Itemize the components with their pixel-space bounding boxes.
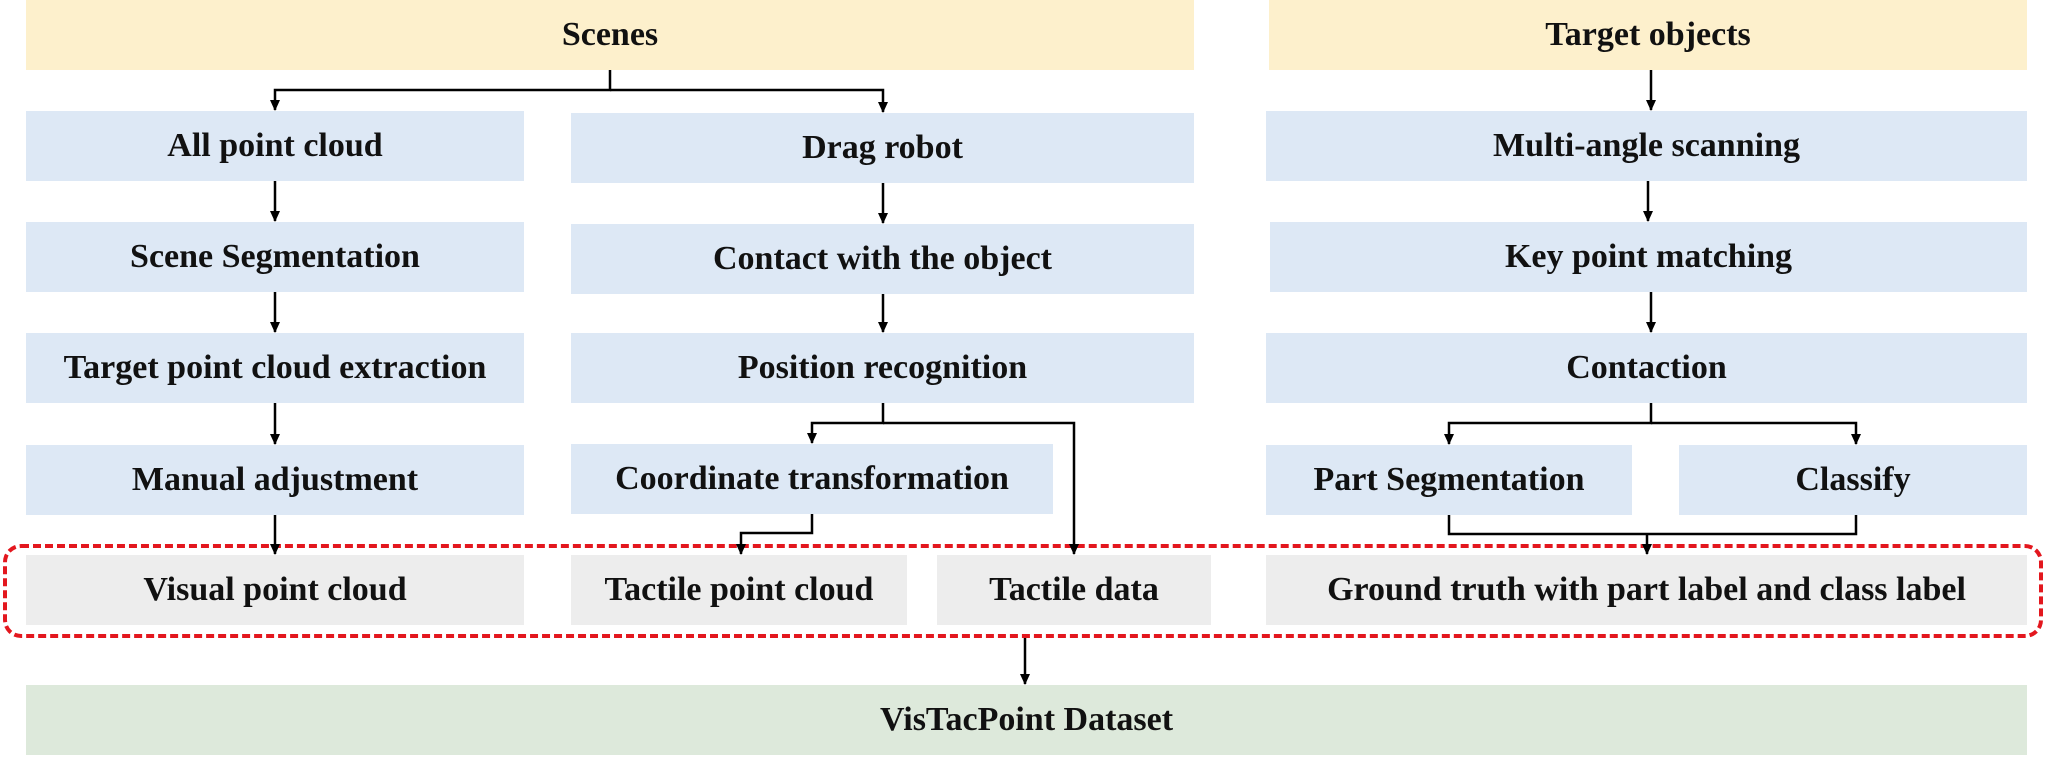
ground-truth-box: Ground truth with part label and class l… (1266, 555, 2027, 625)
key-point-matching-box: Key point matching (1270, 222, 2027, 292)
manual-adjustment-box: Manual adjustment (26, 445, 524, 515)
position-recognition-box: Position recognition (571, 333, 1194, 403)
all-point-cloud-box: All point cloud (26, 111, 524, 181)
scene-segmentation-box: Scene Segmentation (26, 222, 524, 292)
coordinate-transformation-box: Coordinate transformation (571, 444, 1053, 514)
part-segmentation-box: Part Segmentation (1266, 445, 1632, 515)
classify-box: Classify (1679, 445, 2027, 515)
scenes-box: Scenes (26, 0, 1194, 70)
merge-to-ground-truth-connector (1447, 515, 1858, 554)
target-objects-box: Target objects (1269, 0, 2027, 70)
target-extraction-box: Target point cloud extraction (26, 333, 524, 403)
visual-point-cloud-box: Visual point cloud (26, 555, 524, 625)
position-to-tactile-data-connector (883, 421, 1079, 555)
position-split-connector (807, 403, 885, 444)
tactile-data-box: Tactile data (937, 555, 1211, 625)
contaction-split-connector (1444, 403, 1653, 445)
contaction-box: Contaction (1266, 333, 2027, 403)
drag-robot-box: Drag robot (571, 113, 1194, 183)
dataset-box: VisTacPoint Dataset (26, 685, 2027, 755)
multi-angle-scanning-box: Multi-angle scanning (1266, 111, 2027, 181)
output-group-border (3, 544, 2043, 638)
contact-object-box: Contact with the object (571, 224, 1194, 294)
scenes-split-connector (270, 70, 612, 111)
coord-to-tactile-pc-connector (736, 514, 814, 555)
scenes-to-drag-connector (610, 88, 888, 113)
tactile-point-cloud-box: Tactile point cloud (571, 555, 907, 625)
contaction-to-classify-connector (1651, 421, 1861, 445)
